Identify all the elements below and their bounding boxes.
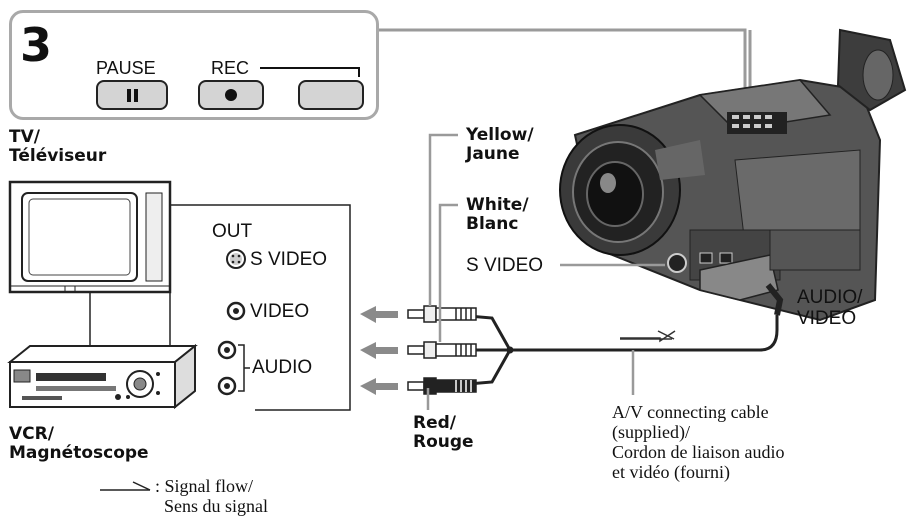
camera-s-video-label: S VIDEO (466, 255, 544, 276)
tv-label: TV/ Téléviseur (9, 127, 107, 166)
audio-port-icons (217, 340, 250, 396)
record-dot-icon (225, 89, 237, 101)
pause-label: PAUSE (96, 58, 156, 78)
pause-icon (126, 88, 138, 102)
yellow-cable-label: Yellow/ Jaune (466, 125, 534, 164)
rec-bracket-line (260, 67, 360, 69)
out-label: OUT (212, 221, 253, 242)
pause-button[interactable] (96, 80, 168, 110)
white-cable-label: White/ Blanc (466, 195, 529, 234)
tv-illustration (8, 180, 172, 294)
s-video-port-icon (226, 249, 246, 269)
cable-leader-lines (426, 133, 665, 410)
vcr-label: VCR/ Magnétoscope (9, 424, 149, 463)
rca-plugs (407, 305, 477, 395)
control-panel-frame (9, 10, 379, 120)
rec-bracket-end (358, 67, 360, 77)
s-video-port-label: S VIDEO (250, 249, 328, 270)
video-port-label: VIDEO (250, 301, 310, 322)
signal-flow-legend: : Signal flow/ Sens du signal (155, 476, 269, 517)
audio-port-label: AUDIO (252, 357, 313, 378)
av-cable-label: A/V connecting cable (supplied)/ Cordon … (612, 402, 785, 483)
legend-arrow-icon (100, 481, 151, 491)
vcr-illustration (7, 343, 198, 410)
red-cable-label: Red/ Rouge (413, 413, 474, 452)
signal-arrows (360, 306, 398, 395)
rec-label: REC (211, 58, 250, 78)
step-number: 3 (20, 18, 53, 72)
video-port-icon (226, 301, 246, 321)
io-panel-outline (89, 204, 351, 411)
rec-start-button[interactable] (298, 80, 364, 110)
camcorder-illustration (559, 28, 907, 322)
camera-av-jack-label: AUDIO/ VIDEO (797, 287, 863, 329)
rec-button[interactable] (198, 80, 264, 110)
camera-av-cable (444, 283, 784, 388)
